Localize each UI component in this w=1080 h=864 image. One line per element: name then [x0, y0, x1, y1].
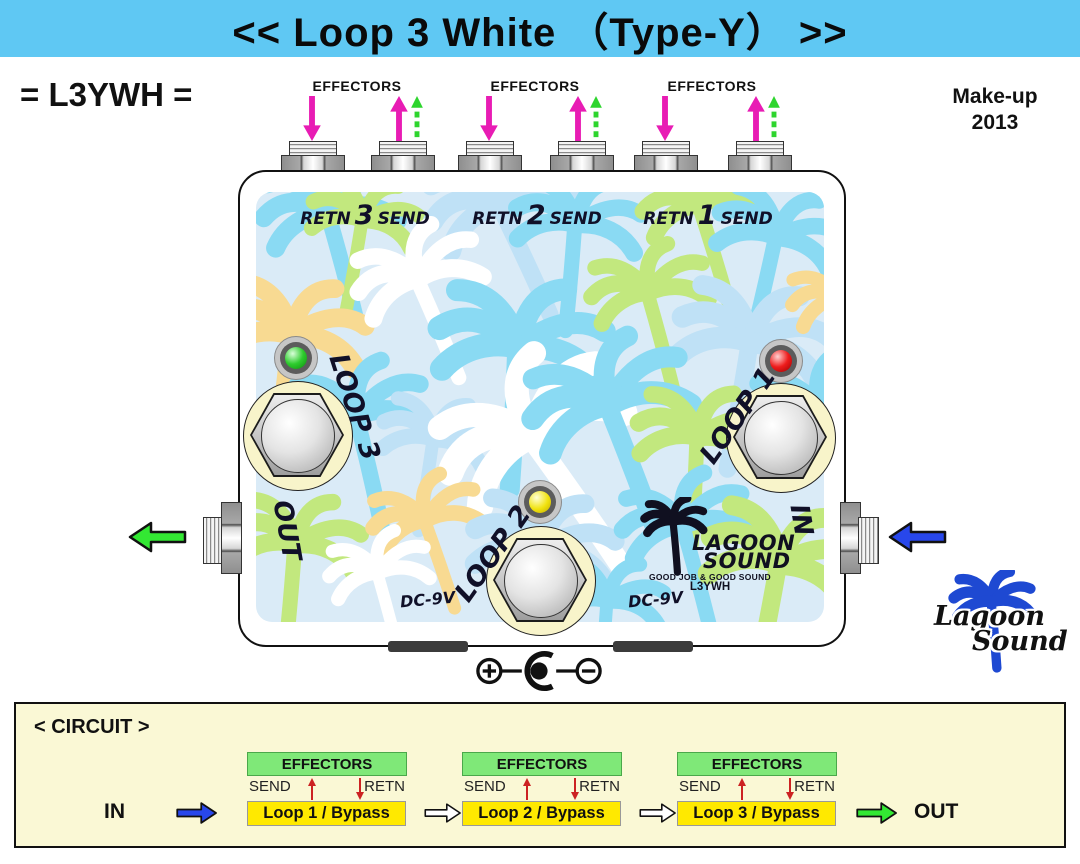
- corner-logo-line2: Sound: [972, 626, 1068, 657]
- logo-model-code: L3YWH: [689, 581, 731, 593]
- circuit-in-arrow-icon: [176, 802, 217, 824]
- circuit-title: < CIRCUIT >: [34, 716, 150, 738]
- output-jack-nut: [221, 502, 242, 574]
- logo-line2: SOUND: [703, 549, 791, 573]
- title-banner: << Loop 3 White （Type-Y） >>: [0, 0, 1080, 57]
- rubber-foot: [613, 641, 693, 652]
- return-arrow-up-icon: [569, 96, 587, 141]
- loop-bypass-box: Loop 3 / Bypass: [677, 801, 836, 826]
- footswitch-button: [261, 399, 335, 473]
- effectors-label-1: EFFECTORS: [312, 78, 402, 94]
- dc-polarity-icon: [476, 651, 602, 691]
- effectors-label-3: EFFECTORS: [667, 78, 757, 94]
- send-label: SEND: [679, 778, 721, 795]
- send-label: SEND: [464, 778, 506, 795]
- circuit-block-2: EFFECTORS SEND RETN Loop 2 / Bypass: [462, 712, 622, 842]
- page-title: << Loop 3 White （Type-Y） >>: [232, 10, 848, 55]
- circuit-chain-arrow-icon: [424, 803, 461, 823]
- send-mini-arrow-icon: [737, 778, 747, 800]
- effectors-box: EFFECTORS: [677, 752, 837, 776]
- loop3-footswitch: [243, 381, 353, 491]
- retn-label: RETN: [794, 778, 835, 795]
- dashed-return-arrow-icon: [589, 96, 603, 141]
- logo-line1: LAGOON: [692, 531, 796, 555]
- effectors-box: EFFECTORS: [462, 752, 622, 776]
- send-mini-arrow-icon: [307, 778, 317, 800]
- circuit-panel: < CIRCUIT > IN EFFECTORS SEND RETN Loop …: [14, 702, 1066, 848]
- send-arrow-down-icon: [656, 96, 674, 141]
- circuit-out-arrow-icon: [856, 802, 897, 824]
- input-arrow-icon: [888, 521, 947, 553]
- send-arrow-down-icon: [480, 96, 498, 141]
- model-code-label: = L3YWH =: [20, 76, 193, 113]
- retn-label: RETN: [579, 778, 620, 795]
- logo-tagline: GOOD JOB & GOOD SOUND: [648, 572, 771, 582]
- output-arrow-icon: [128, 521, 187, 553]
- send-label: SEND: [249, 778, 291, 795]
- effectors-label-2: EFFECTORS: [490, 78, 580, 94]
- input-jack-sleeve: [858, 517, 879, 564]
- return-arrow-up-icon: [390, 96, 408, 141]
- send-arrow-down-icon: [303, 96, 321, 141]
- circuit-out-label: OUT: [914, 800, 959, 823]
- footswitch-button: [744, 401, 818, 475]
- dashed-return-arrow-icon: [767, 96, 781, 141]
- loop2-footswitch: [486, 526, 596, 636]
- effectors-box: EFFECTORS: [247, 752, 407, 776]
- corner-logo-line1: Lagoon: [934, 601, 1046, 632]
- circuit-in-label: IN: [104, 800, 125, 823]
- makeup-year-label: Make-up 2013: [952, 85, 1038, 134]
- loop-bypass-box: Loop 1 / Bypass: [247, 801, 406, 826]
- retn-label: RETN: [364, 778, 405, 795]
- loop-bypass-box: Loop 2 / Bypass: [462, 801, 621, 826]
- circuit-block-1: EFFECTORS SEND RETN Loop 1 / Bypass: [247, 712, 407, 842]
- send-mini-arrow-icon: [522, 778, 532, 800]
- loop1-led: [759, 339, 803, 383]
- circuit-chain-arrow-icon: [639, 803, 676, 823]
- loop3-led: [274, 336, 318, 380]
- dashed-return-arrow-icon: [410, 96, 424, 141]
- footswitch-button: [504, 544, 578, 618]
- rubber-foot: [388, 641, 468, 652]
- circuit-block-3: EFFECTORS SEND RETN Loop 3 / Bypass: [677, 712, 837, 842]
- loop1-footswitch: [726, 383, 836, 493]
- loop2-led: [518, 480, 562, 524]
- return-arrow-up-icon: [747, 96, 765, 141]
